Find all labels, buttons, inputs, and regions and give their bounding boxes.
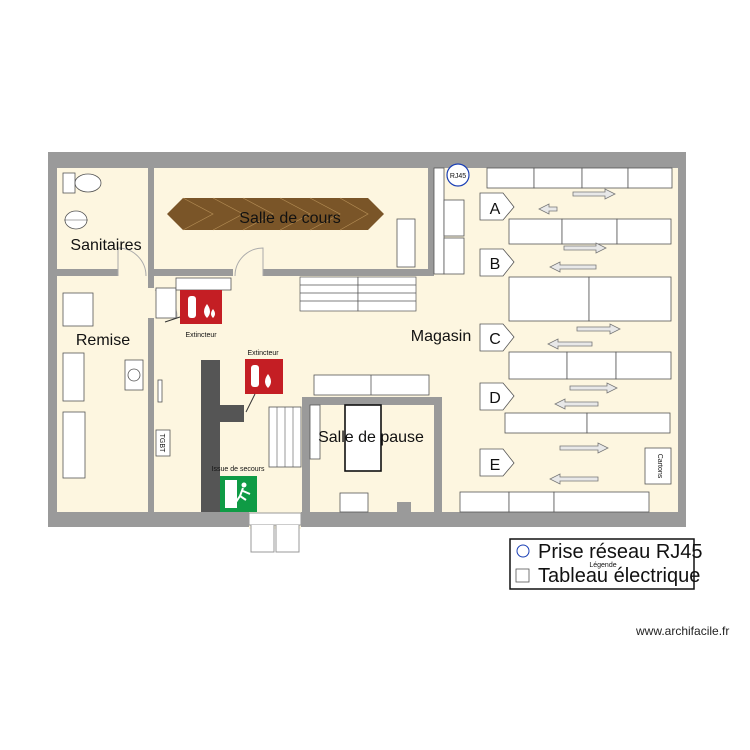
door-gap-remise <box>147 288 156 318</box>
seating-rows <box>299 276 417 312</box>
extincteur-sign-1 <box>180 290 222 324</box>
legend-tableau-icon <box>515 568 530 583</box>
remise-shelf-2 <box>62 352 85 402</box>
exit-sign <box>220 476 257 512</box>
remise-mark <box>157 379 163 403</box>
room-label-magasin: Magasin <box>411 328 471 345</box>
entrance-door-left[interactable] <box>250 525 275 553</box>
room-label-salle-cours: Salle de cours <box>239 210 340 227</box>
door-gap-sanitaires <box>118 268 148 277</box>
aisle-sign-e <box>479 448 515 477</box>
sink-icon <box>64 210 88 230</box>
room-label-salle-pause: Salle de pause <box>318 429 424 446</box>
legend-rj45-icon <box>516 544 530 558</box>
arrow-left-2 <box>549 261 597 273</box>
aisle-label-c: C <box>489 331 501 348</box>
arrow-right-3 <box>576 323 621 335</box>
room-label-sanitaires: Sanitaires <box>70 237 141 254</box>
legend-box: Prise réseau RJ45 Légende Tableau électr… <box>509 538 703 590</box>
magasin-racks <box>433 167 673 513</box>
pause-counter <box>313 374 430 396</box>
issue-secours-label: Issue de secours <box>212 466 265 473</box>
toilet-icon <box>62 172 102 194</box>
arrow-left-4 <box>554 398 599 410</box>
door-gap-cours <box>233 268 263 277</box>
aisle-sign-b <box>479 248 515 277</box>
room-label-remise: Remise <box>76 332 130 349</box>
arrow-right-4 <box>569 382 618 394</box>
door-salle-cours[interactable] <box>234 247 264 277</box>
aisle-sign-d <box>479 382 515 411</box>
toilet-central <box>155 287 177 319</box>
pause-cabinet <box>339 492 369 513</box>
partition-column <box>201 360 220 512</box>
arrow-left-5 <box>549 473 599 485</box>
extincteur-sign-2 <box>245 359 283 394</box>
entrance-frame <box>248 512 302 526</box>
rj45-badge-text: RJ45 <box>450 173 466 180</box>
extincteur-arrow-2 <box>245 393 256 413</box>
footer-link[interactable]: www.archifacile.fr <box>636 624 730 638</box>
entrance-door-right[interactable] <box>275 525 300 553</box>
wall-stub-low <box>397 502 411 514</box>
wall-pause-left <box>302 397 310 515</box>
pause-table <box>344 404 382 472</box>
aisle-label-e: E <box>490 457 501 474</box>
aisle-label-b: B <box>490 256 501 273</box>
tableau-electrique-box[interactable] <box>155 429 171 457</box>
wall-pause-top <box>302 397 442 405</box>
arrow-left-1 <box>538 203 558 215</box>
door-sanitaires[interactable] <box>117 247 147 277</box>
extincteur-label-2: Extincteur <box>247 350 279 357</box>
legend-title: Légende <box>589 562 616 569</box>
flow-arrows <box>538 188 621 485</box>
arrow-right-1 <box>572 188 616 200</box>
conference-table <box>167 198 384 230</box>
wall-pause-right <box>434 397 442 515</box>
extincteur-label-1: Extincteur <box>185 332 217 339</box>
rj45-icon: RJ45 <box>446 163 470 187</box>
table-seams <box>182 197 369 231</box>
aisle-label-d: D <box>489 390 501 407</box>
aisle-sign-a <box>479 192 515 221</box>
legend-item-tableau: Tableau électrique <box>538 565 700 587</box>
legend-item-rj45: Prise réseau RJ45 <box>538 541 703 563</box>
cours-cabinet <box>396 218 416 268</box>
arrow-right-5 <box>559 442 609 454</box>
extincteur-arrow-1 <box>164 316 181 323</box>
cartons-label: Cartons <box>656 454 663 479</box>
aisle-sign-c <box>479 323 515 352</box>
wall-stub <box>428 168 435 274</box>
remise-shelf-3 <box>62 411 86 479</box>
arrow-left-3 <box>547 338 593 350</box>
partition-arm <box>218 405 244 422</box>
tableau-badge: TGBT <box>158 434 165 453</box>
aisle-signs <box>479 192 515 477</box>
utility-sink-icon <box>124 359 144 391</box>
arrow-right-2 <box>563 242 607 254</box>
remise-shelf-1 <box>62 292 94 327</box>
central-cabinet <box>175 277 232 291</box>
aisle-label-a: A <box>490 201 501 218</box>
stairs <box>268 404 321 468</box>
